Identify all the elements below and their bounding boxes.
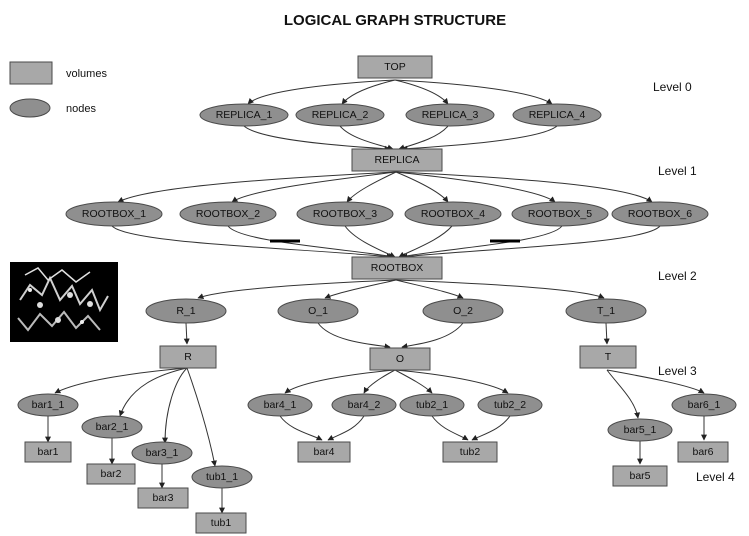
node-replica-1-label: REPLICA_1 [216,109,273,121]
volume-rootbox-label: ROOTBOX [371,262,424,274]
volume-tub1 [195,512,247,534]
volume-t-label: T [605,351,612,363]
node-bar2-1-label: bar2_1 [96,421,129,433]
node-o-1-label: O_1 [308,305,328,317]
volume-bar4 [297,441,351,463]
node-bar6-1-label: bar6_1 [688,399,721,411]
volume-bar6 [677,441,729,463]
node-t-1-label: T_1 [597,305,615,317]
volume-r [159,345,217,369]
node-bar4-2 [331,393,397,417]
node-rootbox-3-label: ROOTBOX_3 [313,208,377,220]
volume-tub2 [442,441,498,463]
node-replica-1 [199,103,289,127]
node-tub2-2 [477,393,543,417]
node-bar4-2-label: bar4_2 [348,399,381,411]
volume-o-label: O [396,353,404,365]
level-3-label: Level 3 [658,364,697,378]
volume-replica [351,148,443,172]
level-1-label: Level 1 [658,164,697,178]
node-bar1-1-label: bar1_1 [32,399,65,411]
node-rootbox-3 [296,201,394,227]
legend-volumes-label: volumes [66,68,107,80]
node-bar6-1 [671,393,737,417]
volume-rootbox [351,256,443,280]
volumes: TOP REPLICA ROOTBOX R O T bar1 bar2 bar3… [24,55,729,534]
legend-nodes-label: nodes [66,103,96,115]
legend: volumes nodes [9,61,107,118]
node-bar3-1-label: bar3_1 [146,447,179,459]
volume-tub1-label: tub1 [211,517,232,529]
node-replica-2-label: REPLICA_2 [312,109,369,121]
node-t-1 [565,298,647,324]
node-rootbox-5-label: ROOTBOX_5 [528,208,592,220]
node-tub2-1-label: tub2_1 [416,399,448,411]
node-replica-3-label: REPLICA_3 [422,109,479,121]
node-rootbox-6-label: ROOTBOX_6 [628,208,692,220]
molecule-image [10,262,118,342]
node-bar4-1-label: bar4_1 [264,399,297,411]
node-tub1-1-label: tub1_1 [206,471,238,483]
node-rootbox-1 [65,201,163,227]
volume-bar5 [612,465,668,487]
nodes: REPLICA_1 REPLICA_2 REPLICA_3 REPLICA_4 … [17,103,737,489]
node-rootbox-4-label: ROOTBOX_4 [421,208,485,220]
node-rootbox-2 [179,201,277,227]
volume-o [369,347,431,371]
volume-bar2-label: bar2 [100,468,121,480]
volume-bar3-label: bar3 [152,492,173,504]
volume-t [579,345,637,369]
node-replica-3 [405,103,495,127]
volume-top-label: TOP [384,61,405,73]
volume-tub2-label: tub2 [460,446,481,458]
node-rootbox-6 [611,201,709,227]
node-o-2-label: O_2 [453,305,473,317]
level-2-label: Level 2 [658,269,697,283]
diagram-title: LOGICAL GRAPH STRUCTURE [284,12,506,29]
volume-r-label: R [184,351,192,363]
volume-bar4-label: bar4 [313,446,334,458]
node-bar5-1-label: bar5_1 [624,424,657,436]
node-bar3-1 [131,441,193,465]
legend-volume-swatch [9,61,53,85]
node-replica-2 [295,103,385,127]
node-o-1 [277,298,359,324]
level-0-label: Level 0 [653,80,692,94]
node-rootbox-5 [511,201,609,227]
level-4-label: Level 4 [696,470,735,484]
volume-bar1 [24,441,72,463]
volume-bar6-label: bar6 [692,446,713,458]
node-tub2-2-label: tub2_2 [494,399,526,411]
node-replica-4 [512,103,602,127]
volume-bar2 [86,463,136,485]
node-rootbox-2-label: ROOTBOX_2 [196,208,260,220]
node-bar2-1 [81,415,143,439]
legend-node-swatch [9,98,51,118]
node-bar1-1 [17,393,79,417]
node-rootbox-4 [404,201,502,227]
volume-bar5-label: bar5 [629,470,650,482]
node-bar4-1 [247,393,313,417]
volume-bar3 [137,487,189,509]
node-r-1-label: R_1 [176,305,195,317]
edges [45,79,707,514]
node-o-2 [422,298,504,324]
volume-top [357,55,433,79]
volume-bar1-label: bar1 [37,446,58,458]
node-rootbox-1-label: ROOTBOX_1 [82,208,146,220]
node-r-1 [145,298,227,324]
volume-replica-label: REPLICA [375,154,420,166]
node-tub1-1 [191,465,253,489]
node-replica-4-label: REPLICA_4 [529,109,586,121]
node-tub2-1 [399,393,465,417]
node-bar5-1 [607,418,673,442]
